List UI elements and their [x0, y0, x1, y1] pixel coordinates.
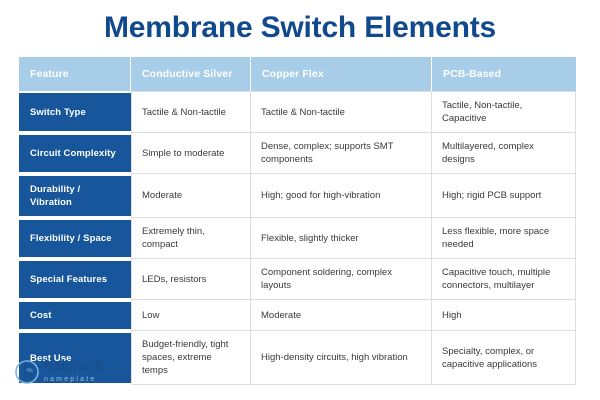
cell-durability-copper-flex: High; good for high-vibration: [251, 174, 432, 218]
cell-flexibility-copper-flex: Flexible, slightly thicker: [251, 218, 432, 259]
column-header-conductive-silver: Conductive Silver: [131, 57, 251, 91]
cell-best-use-pcb-based: Specialty, complex, or capacitive applic…: [432, 331, 576, 385]
membrane-switch-comparison-table: Feature Conductive Silver Copper Flex PC…: [19, 57, 576, 385]
cell-cost-conductive-silver: Low: [131, 300, 251, 331]
cell-durability-conductive-silver: Moderate: [131, 174, 251, 218]
column-header-feature: Feature: [19, 57, 131, 91]
table-body: Switch Type Tactile & Non-tactile Tactil…: [19, 91, 576, 385]
cell-switch-type-conductive-silver: Tactile & Non-tactile: [131, 91, 251, 133]
row-label-special-features: Special Features: [19, 259, 131, 300]
column-header-copper-flex: Copper Flex: [251, 57, 432, 91]
cell-durability-pcb-based: High; rigid PCB support: [432, 174, 576, 218]
column-header-pcb-based: PCB-Based: [432, 57, 576, 91]
row-label-flexibility-space: Flexibility / Space: [19, 218, 131, 259]
cell-flexibility-conductive-silver: Extremely thin, compact: [131, 218, 251, 259]
cell-switch-type-pcb-based: Tactile, Non-tactile, Capacitive: [432, 91, 576, 133]
cell-circuit-complexity-conductive-silver: Simple to moderate: [131, 133, 251, 174]
page-title: Membrane Switch Elements: [104, 11, 496, 44]
row-label-switch-type: Switch Type: [19, 91, 131, 133]
cell-cost-copper-flex: Moderate: [251, 300, 432, 331]
row-label-circuit-complexity: Circuit Complexity: [19, 133, 131, 174]
cell-best-use-copper-flex: High-density circuits, high vibration: [251, 331, 432, 385]
table-row: Switch Type Tactile & Non-tactile Tactil…: [19, 91, 576, 133]
cell-flexibility-pcb-based: Less flexible, more space needed: [432, 218, 576, 259]
cell-switch-type-copper-flex: Tactile & Non-tactile: [251, 91, 432, 133]
table-row: Flexibility / Space Extremely thin, comp…: [19, 218, 576, 259]
table-row: Durability / Vibration Moderate High; go…: [19, 174, 576, 218]
cell-circuit-complexity-pcb-based: Multilayered, complex designs: [432, 133, 576, 174]
cell-special-features-pcb-based: Capacitive touch, multiple connectors, m…: [432, 259, 576, 300]
row-label-durability-vibration: Durability / Vibration: [19, 174, 131, 218]
table-row: Special Features LEDs, resistors Compone…: [19, 259, 576, 300]
hallmark-circle-h-icon: [14, 359, 40, 385]
table-header-row: Feature Conductive Silver Copper Flex PC…: [19, 57, 576, 91]
logo-tagline: nameplate: [44, 376, 97, 383]
table-header: Feature Conductive Silver Copper Flex PC…: [19, 57, 576, 91]
logo-wordmark: hallmark: [44, 358, 104, 375]
table-row: Best Use Budget-friendly, tight spaces, …: [19, 331, 576, 385]
table-row: Cost Low Moderate High: [19, 300, 576, 331]
cell-special-features-copper-flex: Component soldering, complex layouts: [251, 259, 432, 300]
cell-circuit-complexity-copper-flex: Dense, complex; supports SMT components: [251, 133, 432, 174]
brand-logo: hallmark nameplate: [14, 358, 104, 385]
comparison-table-container: Feature Conductive Silver Copper Flex PC…: [19, 57, 576, 385]
cell-special-features-conductive-silver: LEDs, resistors: [131, 259, 251, 300]
cell-best-use-conductive-silver: Budget-friendly, tight spaces, extreme t…: [131, 331, 251, 385]
row-label-cost: Cost: [19, 300, 131, 331]
table-row: Circuit Complexity Simple to moderate De…: [19, 133, 576, 174]
cell-cost-pcb-based: High: [432, 300, 576, 331]
logo-text-block: hallmark nameplate: [44, 358, 104, 385]
